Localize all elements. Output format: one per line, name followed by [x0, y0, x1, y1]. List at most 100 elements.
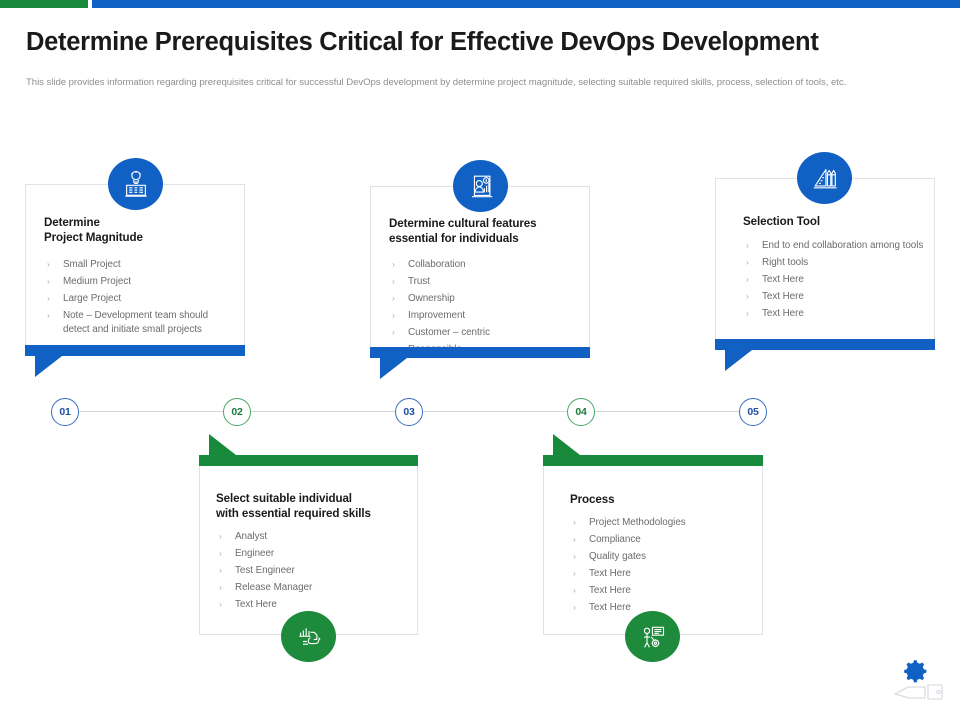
list-item-label: Trust	[408, 275, 430, 287]
timeline-node-05[interactable]: 05	[739, 398, 767, 426]
card-title: Selection Tool	[743, 215, 925, 230]
list-item-label: Test Engineer	[235, 564, 295, 576]
list-item: ›Collaboration	[389, 258, 580, 272]
card-determine-cultural-features[interactable]: Determine cultural features essential fo…	[370, 186, 590, 357]
card-05-ribbon	[715, 339, 935, 350]
chevron-right-icon: ›	[47, 292, 50, 303]
list-item-label: Customer – centric	[408, 326, 490, 338]
list-item-label: Text Here	[762, 274, 804, 286]
lightbulb-presentation-icon	[124, 170, 147, 197]
list-item: ›Ownership	[389, 292, 580, 306]
card-title-line1: Select suitable individual	[216, 492, 352, 505]
list-item-label: Improvement	[408, 309, 466, 321]
chevron-right-icon: ›	[219, 564, 222, 575]
chevron-right-icon: ›	[392, 275, 395, 286]
timeline-node-01[interactable]: 01	[51, 398, 79, 426]
list-item: ›Text Here	[570, 601, 753, 615]
card-02-ribbon-tail	[209, 434, 236, 455]
card-bullet-list: ›Collaboration ›Trust ›Ownership ›Improv…	[389, 258, 580, 357]
card-body	[25, 184, 245, 352]
list-item-label: Small Project	[63, 258, 121, 270]
list-item-label: Text Here	[762, 308, 804, 320]
card-title-line1: Determine cultural features	[389, 217, 537, 230]
card-03-ribbon	[370, 347, 590, 358]
card-02-ribbon	[199, 455, 418, 466]
card-process[interactable]: Process ›Project Methodologies ›Complian…	[543, 464, 763, 635]
timeline-node-04[interactable]: 04	[567, 398, 595, 426]
person-process-gear-icon	[643, 626, 664, 648]
list-item-label: Right tools	[762, 257, 809, 269]
top-bar-blue-segment	[92, 0, 960, 8]
list-item: ›End to end collaboration among tools	[743, 239, 925, 253]
corner-brand-mark	[892, 656, 946, 706]
chevron-right-icon: ›	[573, 516, 576, 527]
skills-handshake-chart-icon	[298, 627, 320, 645]
chevron-right-icon: ›	[392, 292, 395, 303]
list-item: ›Text Here	[743, 290, 925, 304]
card-selection-tool[interactable]: Selection Tool ›End to end collaboration…	[715, 178, 935, 346]
gear-shape	[904, 660, 927, 683]
chevron-right-icon: ›	[746, 257, 749, 268]
list-item-label: End to end collaboration among tools	[762, 239, 924, 251]
list-item-label: Text Here	[589, 602, 631, 614]
list-item-label: Quality gates	[589, 550, 646, 562]
list-item: › Analyst	[216, 530, 408, 544]
card-01-ribbon	[25, 345, 245, 356]
list-item-label: Large Project	[63, 292, 122, 304]
card-determine-project-magnitude[interactable]: Determine Project Magnitude › Small Proje…	[25, 184, 245, 352]
list-item: ›Customer – centric	[389, 326, 580, 340]
card-title: Determine Project Magnitude	[44, 216, 233, 246]
list-item: › Trust	[389, 275, 580, 289]
list-item-label: Note – Development team should detect an…	[63, 309, 209, 335]
card-title-line1: Process	[570, 493, 615, 506]
card-05-badge	[797, 152, 852, 204]
chevron-right-icon: ›	[746, 308, 749, 319]
card-title-line1: Selection Tool	[743, 215, 820, 228]
card-title: Process	[570, 493, 753, 508]
timeline-node-02[interactable]: 02	[223, 398, 251, 426]
list-item-label: Analyst	[235, 530, 268, 542]
list-item: ›Text Here	[570, 584, 753, 598]
page-subtitle: This slide provides information regardin…	[26, 77, 847, 88]
card-body	[715, 178, 935, 346]
top-bar-green-segment	[0, 0, 88, 8]
list-item: ›Quality gates	[570, 550, 753, 564]
card-title-line2: Project Magnitude	[44, 230, 143, 244]
card-bullet-list: ›End to end collaboration among tools ›R…	[743, 239, 925, 321]
list-item: › Test Engineer	[216, 564, 408, 578]
gear-in-hand-icon	[894, 660, 943, 700]
list-item-label: Text Here	[235, 598, 277, 610]
card-04-ribbon	[543, 455, 763, 466]
page-title: Determine Prerequisites Critical for Eff…	[26, 28, 819, 56]
list-item: › Small Project	[44, 258, 233, 272]
chevron-right-icon: ›	[219, 598, 222, 609]
card-04-ribbon-tail	[553, 434, 580, 455]
list-item: ›Engineer	[216, 547, 408, 561]
list-item-label: Engineer	[235, 547, 275, 559]
chevron-right-icon: ›	[746, 274, 749, 285]
list-item: ›Text Here	[570, 567, 753, 581]
list-item: ›Medium Project	[44, 275, 233, 289]
chevron-right-icon: ›	[47, 258, 50, 269]
list-item-label: Collaboration	[408, 258, 466, 270]
list-item: › Compliance	[570, 533, 753, 547]
card-body	[199, 464, 418, 635]
chevron-right-icon: ›	[573, 533, 576, 544]
chevron-right-icon: ›	[219, 530, 222, 541]
card-select-suitable-individual[interactable]: Select suitable individual with essentia…	[199, 464, 418, 635]
list-item: › Large Project	[44, 292, 233, 306]
person-report-chart-icon	[471, 175, 492, 198]
chevron-right-icon: ›	[746, 291, 749, 302]
list-item: ›Improvement	[389, 309, 580, 323]
card-02-badge	[281, 611, 336, 662]
card-bullet-list: ›Analyst ›Engineer ›Test Engineer ›Relea…	[216, 530, 408, 612]
list-item-label: Medium Project	[63, 275, 131, 287]
card-bullet-list: ›Project Methodologies ›Compliance ›Qual…	[570, 516, 753, 615]
card-title-line1: Determine	[44, 216, 100, 229]
list-item-label: Compliance	[589, 533, 641, 545]
list-item-label: Release Manager	[235, 581, 313, 593]
chevron-right-icon: ›	[219, 581, 222, 592]
card-title-line2: with essential required skills	[216, 506, 371, 520]
timeline-node-03[interactable]: 03	[395, 398, 423, 426]
list-item-label: Text Here	[589, 585, 631, 597]
